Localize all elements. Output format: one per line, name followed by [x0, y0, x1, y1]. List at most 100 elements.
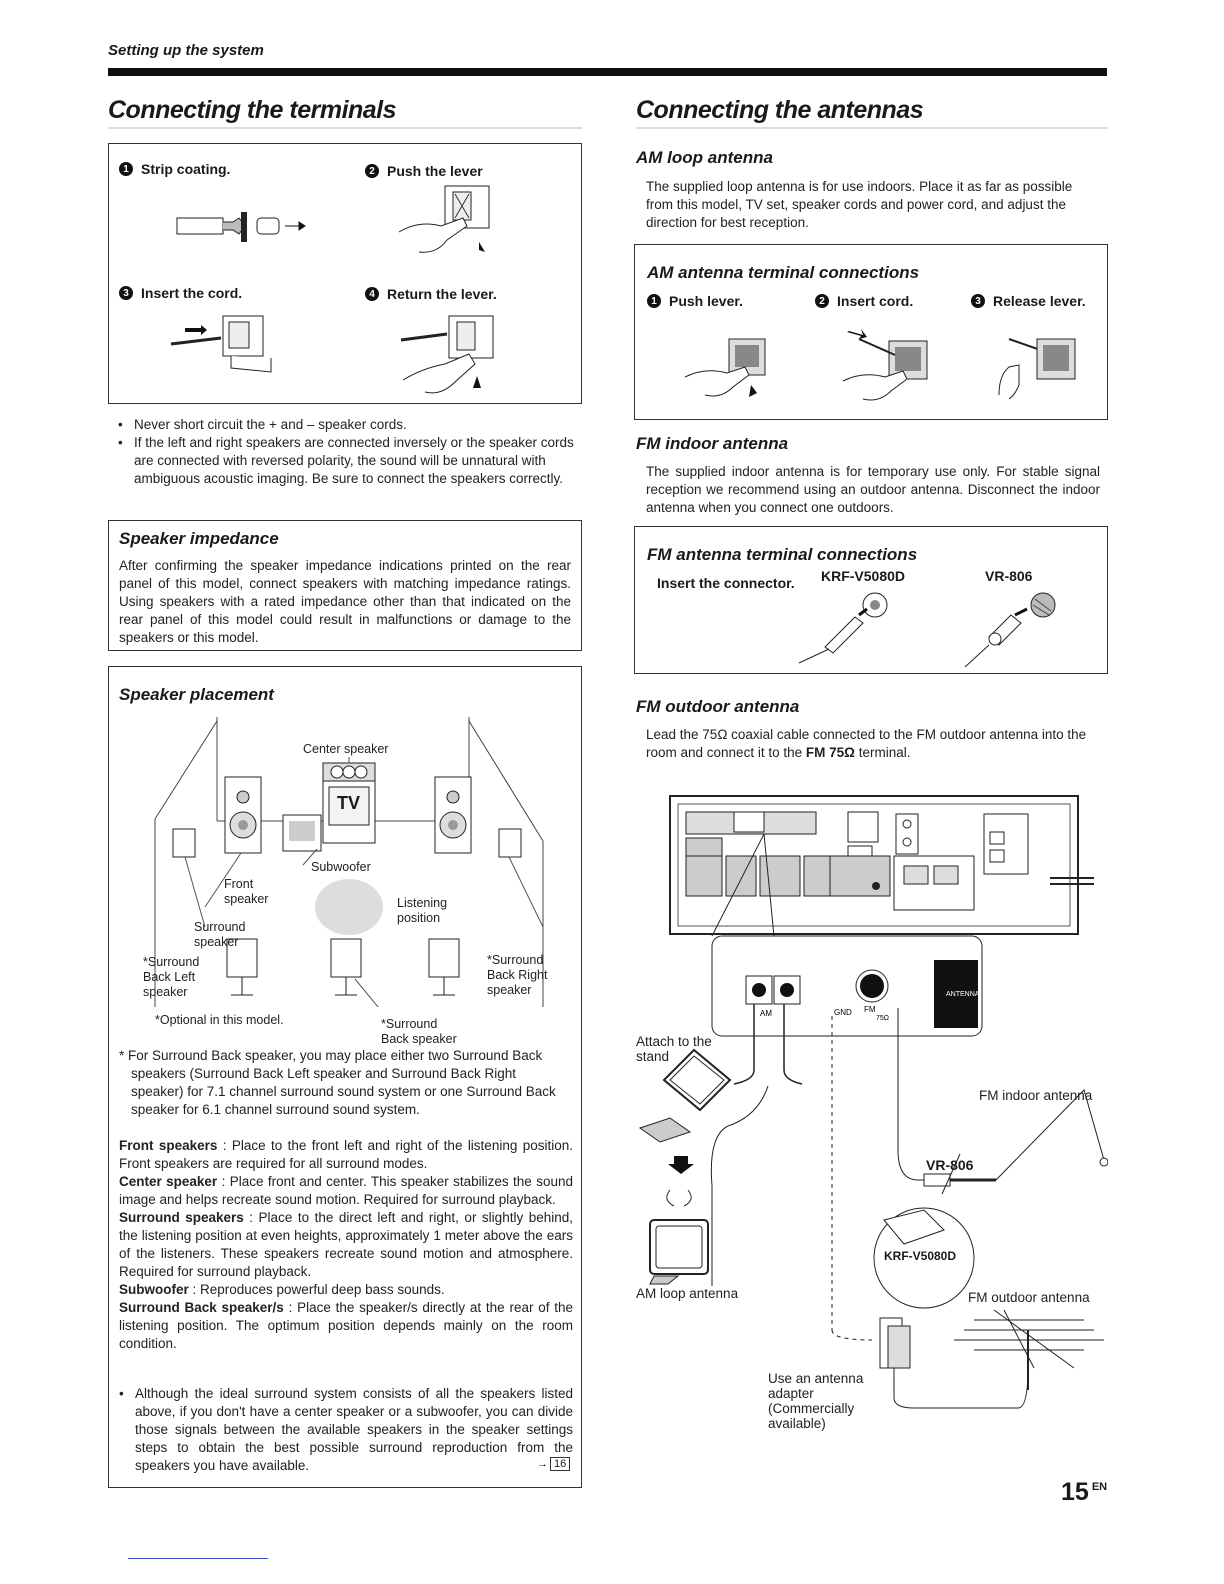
antenna-terminal-closeup — [711, 935, 983, 1037]
surround-right-speaker-icon — [498, 828, 522, 858]
surround-back-label: *Surround Back speaker — [381, 1017, 457, 1046]
footer-link-line — [128, 1558, 268, 1559]
front-speaker-label: Front speaker — [224, 877, 269, 906]
arrow-right-icon: → — [537, 1458, 548, 1470]
polarity-notes: Never short circuit the + and – speaker … — [116, 416, 574, 488]
header-rule — [108, 68, 1107, 76]
am-loop-antenna-label: AM loop antenna — [636, 1286, 739, 1301]
vr806-label: VR-806 — [926, 1157, 974, 1173]
am-loop-title: AM loop antenna — [636, 148, 773, 167]
page-number: 15 EN — [1061, 1478, 1108, 1506]
note-item: If the left and right speakers are conne… — [116, 434, 574, 488]
impedance-text: After confirming the speaker impedance i… — [119, 558, 571, 645]
krf-label: KRF-V5080D — [884, 1249, 957, 1263]
surround-back-right-label: *Surround Back Right speaker — [487, 953, 548, 997]
speaker-placement-box: Speaker placement — [108, 666, 582, 1488]
model-krf-label: KRF-V5080D — [821, 568, 906, 584]
am-insert-cord-illustration — [842, 329, 928, 401]
fm-outdoor-title: FM outdoor antenna — [636, 697, 800, 716]
am-loop-text: The supplied loop antenna is for use ind… — [646, 179, 1073, 230]
listening-position-icon — [315, 879, 383, 935]
title-underline — [108, 127, 582, 129]
fm-terminal-title: FM antenna terminal connections — [647, 545, 918, 564]
am-terminal-label: AM — [760, 1009, 772, 1018]
placement-title: Speaker placement — [119, 685, 274, 704]
fm75-terminal-label: 75Ω — [876, 1015, 889, 1022]
surround-speaker-label: Surround speaker — [194, 920, 246, 949]
note-item: Although the ideal surround system consi… — [117, 1385, 573, 1475]
note-item: Never short circuit the + and – speaker … — [116, 416, 574, 434]
speaker-impedance-box: Speaker impedance After confirming the s… — [108, 520, 582, 651]
step-number-icon: 3 — [971, 294, 985, 308]
fm-outdoor-text: Lead the 75Ω coaxial cable connected to … — [646, 727, 1087, 760]
title-underline — [636, 127, 1108, 129]
step-number-icon: 2 — [815, 294, 829, 308]
strip-coating-illustration — [176, 212, 306, 242]
am-terminal-title: AM antenna terminal connections — [647, 263, 920, 282]
tv-label: TV — [337, 793, 361, 813]
surround-back-right-speaker-icon — [428, 938, 460, 996]
listening-position-label: Listening position — [397, 896, 448, 925]
speaker-descriptions: Front speakers : Place to the front left… — [119, 1137, 573, 1353]
fm-outdoor-antenna-label: FM outdoor antenna — [968, 1290, 1090, 1305]
description-surround-back: Surround Back speaker/s : Place the spea… — [119, 1300, 573, 1351]
impedance-title: Speaker impedance — [119, 529, 279, 548]
model-vr-label: VR-806 — [985, 568, 1033, 584]
fm-indoor-title: FM indoor antenna — [636, 434, 789, 453]
surround-back-center-speaker-icon — [330, 938, 362, 996]
krf-connector-illustration — [798, 592, 888, 664]
antenna-adapter-icon — [879, 1317, 1029, 1409]
tv-icon — [322, 780, 376, 844]
am-push-lever-illustration — [684, 338, 766, 397]
section-header: Setting up the system — [108, 42, 264, 59]
insert-cord-illustration — [170, 315, 272, 373]
description-surround: Surround speakers : Place to the direct … — [119, 1210, 573, 1279]
page-reference[interactable]: → 16 — [537, 1457, 571, 1471]
description-front: Front speakers : Place to the front left… — [119, 1138, 573, 1171]
push-lever-illustration — [398, 185, 490, 253]
front-right-speaker-icon — [434, 776, 472, 854]
vr-connector-illustration — [964, 592, 1056, 667]
front-left-speaker-icon — [224, 776, 262, 854]
antenna-panel-label: ANTENNA — [946, 991, 980, 998]
description-center: Center speaker : Place front and center.… — [119, 1174, 573, 1207]
return-lever-illustration — [400, 315, 494, 394]
krf-connector-bubble — [873, 1153, 975, 1309]
antennas-title: Connecting the antennas — [636, 96, 924, 124]
optional-note: *Optional in this model. — [155, 1013, 284, 1027]
antenna-connection-diagram: ANTENNA AM GND FM 75Ω — [638, 795, 1108, 1409]
step-number-icon: 4 — [365, 287, 379, 301]
placement-bullet: Although the ideal surround system consi… — [117, 1385, 573, 1475]
surround-back-footnote: * For Surround Back speaker, you may pla… — [119, 1048, 556, 1117]
center-speaker-icon — [322, 762, 376, 782]
surround-back-left-label: *Surround Back Left speaker — [143, 955, 200, 999]
subwoofer-label: Subwoofer — [311, 860, 371, 874]
description-subwoofer: Subwoofer : Reproduces powerful deep bas… — [119, 1282, 445, 1297]
fm-indoor-antenna-label: FM indoor antenna — [979, 1088, 1093, 1103]
subwoofer-icon — [282, 814, 322, 852]
receiver-rear-panel — [669, 795, 1094, 935]
antenna-adapter-label: Use an antenna adapter (Commercially ava… — [768, 1371, 864, 1431]
step-number-icon: 1 — [119, 162, 133, 176]
step-number-icon: 3 — [119, 286, 133, 300]
fm-indoor-text: The supplied indoor antenna is for tempo… — [646, 464, 1100, 515]
speaker-placement-diagram — [154, 717, 544, 1007]
gnd-terminal-label: GND — [834, 1008, 852, 1017]
surround-back-left-speaker-icon — [226, 938, 258, 996]
terminals-title: Connecting the terminals — [108, 96, 397, 124]
attach-to-stand-label: Attach to the stand — [636, 1034, 712, 1064]
fm-outdoor-antenna-icon — [954, 1309, 1104, 1390]
surround-left-speaker-icon — [172, 828, 196, 858]
fm-terminal-label: FM — [864, 1005, 876, 1014]
step-number-icon: 2 — [365, 164, 379, 178]
step-number-icon: 1 — [647, 294, 661, 308]
am-release-lever-illustration — [998, 338, 1076, 400]
